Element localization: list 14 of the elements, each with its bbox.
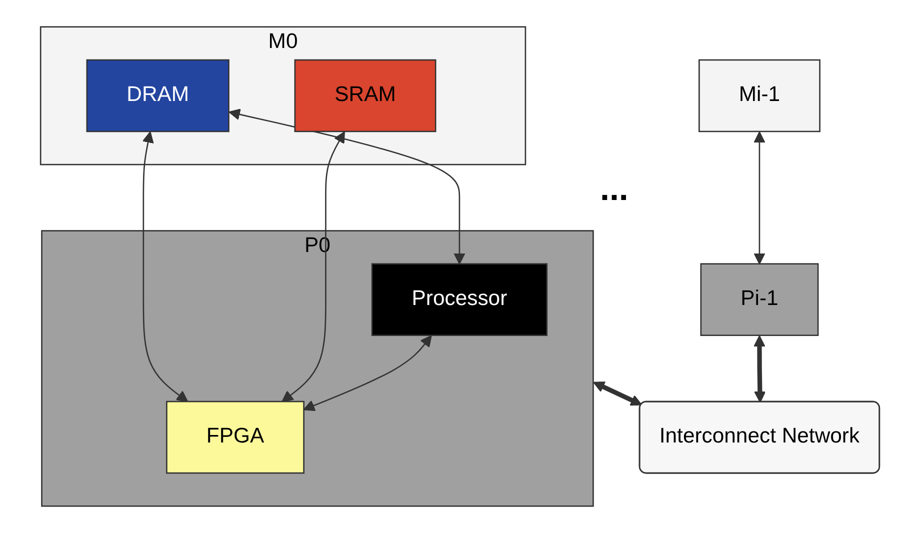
node-box: Processor (370, 263, 548, 336)
node-box: Pi-1 (700, 263, 818, 336)
arrow (142, 131, 188, 402)
arrow (281, 131, 344, 402)
arrow (753, 335, 766, 403)
node-box: DRAM (86, 59, 229, 132)
node-box: SRAM (294, 59, 436, 132)
arrow (592, 382, 642, 406)
arrow (302, 335, 432, 412)
ellipsis-label: ... (600, 170, 628, 209)
arrow (228, 108, 465, 264)
node-box: Mi-1 (698, 59, 820, 132)
arrow (753, 131, 765, 264)
node-box: FPGA (166, 400, 304, 474)
